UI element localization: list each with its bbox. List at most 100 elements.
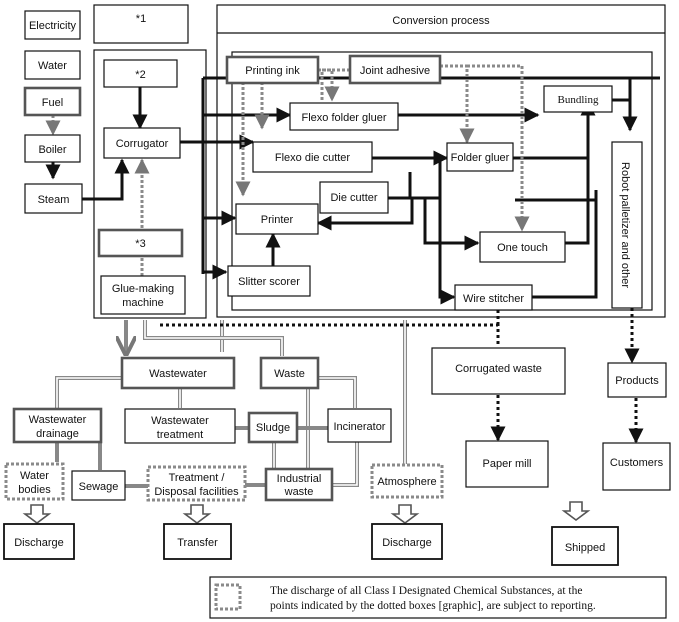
industrial-waste-label-line2: waste	[284, 486, 314, 498]
wastewater-label: Wastewater	[149, 368, 207, 380]
bundling-box: Bundling	[543, 85, 613, 113]
boiler-label: Boiler	[38, 144, 66, 156]
corrugated-waste-label: Corrugated waste	[455, 363, 542, 375]
conversion-process-title: Conversion process	[392, 15, 490, 27]
one-touch-label: One touch	[497, 242, 548, 254]
note1-label: *1	[136, 13, 146, 25]
flexo-die-cutter-label: Flexo die cutter	[275, 152, 351, 164]
legend-frame	[209, 576, 667, 619]
fuel-label: Fuel	[42, 97, 63, 109]
sewage-box: Sewage	[71, 470, 126, 501]
discharge-left-label: Discharge	[14, 537, 64, 549]
treatment-disposal-box: Treatment / Disposal facilities	[146, 465, 247, 502]
transfer-box: Transfer	[163, 523, 232, 560]
robot-palletizer-label: Robot palletizer and other	[619, 162, 631, 288]
printer-label: Printer	[261, 214, 294, 226]
note3-label: *3	[135, 238, 145, 250]
wire-stitcher-label: Wire stitcher	[463, 293, 524, 305]
treatment-label-line2: Disposal facilities	[154, 486, 239, 498]
steam-label: Steam	[38, 194, 70, 206]
glue-machine-label-line1: Glue-making	[112, 283, 174, 295]
flexo-die-to-one-touch-arrow	[408, 172, 480, 251]
customers-box: Customers	[602, 442, 671, 491]
note3-box: *3	[97, 228, 184, 258]
customers-label: Customers	[610, 457, 664, 469]
discharge-right-arrow	[390, 504, 420, 524]
waste-box: Waste	[259, 356, 320, 390]
transfer-arrow	[182, 504, 212, 524]
products-label: Products	[615, 375, 659, 387]
folder-gluer-label: Folder gluer	[451, 152, 510, 164]
wastewater-drainage-label-line1: Wastewater	[29, 414, 87, 426]
die-cutter-box: Die cutter	[319, 181, 389, 214]
wastewater-to-drainage-double	[55, 376, 125, 408]
discharge-left-box: Discharge	[3, 523, 75, 560]
wastewater-treatment-box: Wastewater treatment	[124, 408, 236, 444]
wastewater-treatment-label-line1: Wastewater	[151, 415, 209, 427]
shipped-arrow	[561, 501, 591, 521]
paper-mill-box: Paper mill	[465, 440, 549, 488]
one-touch-to-bundling-line	[565, 158, 590, 245]
water-bodies-box: Water bodies	[4, 462, 65, 501]
note2-box: *2	[103, 59, 178, 88]
die-cutter-to-printer-arrow	[316, 198, 414, 231]
fuel-box: Fuel	[23, 86, 82, 117]
industrial-waste-label-line1: Industrial	[277, 473, 322, 485]
printing-ink-label: Printing ink	[245, 65, 300, 77]
atmosphere-label: Atmosphere	[377, 476, 436, 488]
printer-box: Printer	[235, 203, 319, 235]
adhesive-to-one-touch-dotted	[467, 64, 530, 232]
wastewater-drainage-label-line2: drainage	[36, 428, 79, 440]
discharge-left-arrow	[22, 504, 52, 524]
water-label: Water	[38, 60, 67, 72]
legend-dotted-box-sample	[214, 583, 242, 611]
conversion-process-frame	[216, 4, 666, 318]
bundling-label: Bundling	[558, 94, 599, 106]
discharge-right-label: Discharge	[382, 537, 432, 549]
slitter-scorer-box: Slitter scorer	[227, 265, 311, 297]
corrugated-waste-box: Corrugated waste	[431, 347, 566, 395]
legend-line1: The discharge of all Class I Designated …	[270, 585, 582, 597]
incinerator-label: Incinerator	[334, 421, 386, 433]
waste-to-incinerator-double	[318, 376, 357, 408]
flexo-die-cutter-box: Flexo die cutter	[252, 141, 373, 173]
incinerator-box: Incinerator	[327, 408, 392, 443]
water-bodies-label-line2: bodies	[18, 484, 51, 496]
water-bodies-label-line1: Water	[20, 470, 49, 482]
glue-making-machine-box: Glue-making machine	[100, 275, 186, 315]
steam-box: Steam	[24, 183, 83, 214]
products-box: Products	[607, 362, 667, 398]
corrugator-box: Corrugator	[103, 127, 181, 159]
incinerator-to-industrial-double	[332, 442, 359, 487]
printing-ink-box: Printing ink	[225, 55, 320, 85]
sewage-label: Sewage	[79, 481, 119, 493]
industrial-waste-box: Industrial waste	[264, 467, 334, 502]
treatment-label-line1: Treatment /	[169, 472, 226, 484]
joint-adhesive-label: Joint adhesive	[360, 65, 430, 77]
die-cutter-label: Die cutter	[330, 192, 377, 204]
robot-palletizer-box: Robot palletizer and other	[611, 141, 643, 309]
steam-to-corrugator-arrow	[82, 158, 130, 201]
note1-box: *1	[93, 4, 189, 44]
folder-gluer-box: Folder gluer	[446, 142, 514, 172]
wire-stitcher-box: Wire stitcher	[454, 284, 533, 311]
water-box: Water	[24, 50, 81, 80]
paper-mill-label: Paper mill	[483, 458, 532, 470]
atmosphere-box: Atmosphere	[370, 463, 444, 499]
conversion-inner-frame	[231, 51, 653, 311]
joint-adhesive-box: Joint adhesive	[348, 54, 442, 85]
flexo-folder-gluer-box: Flexo folder gluer	[289, 102, 399, 131]
shipped-box: Shipped	[551, 526, 619, 566]
glue-machine-label-line2: machine	[122, 297, 164, 309]
adhesive-to-flexo-folder-dotted	[320, 68, 350, 100]
legend-line2: points indicated by the dotted boxes [gr…	[270, 600, 596, 612]
wastewater-treatment-label-line2: treatment	[157, 429, 203, 441]
electricity-label: Electricity	[29, 20, 77, 32]
corrugator-label: Corrugator	[116, 138, 169, 150]
corrugating-section-frame	[93, 49, 207, 319]
sludge-label: Sludge	[256, 422, 290, 434]
wastewater-drainage-box: Wastewater drainage	[12, 407, 103, 444]
sludge-box: Sludge	[247, 411, 299, 444]
wastewater-box: Wastewater	[120, 356, 236, 390]
